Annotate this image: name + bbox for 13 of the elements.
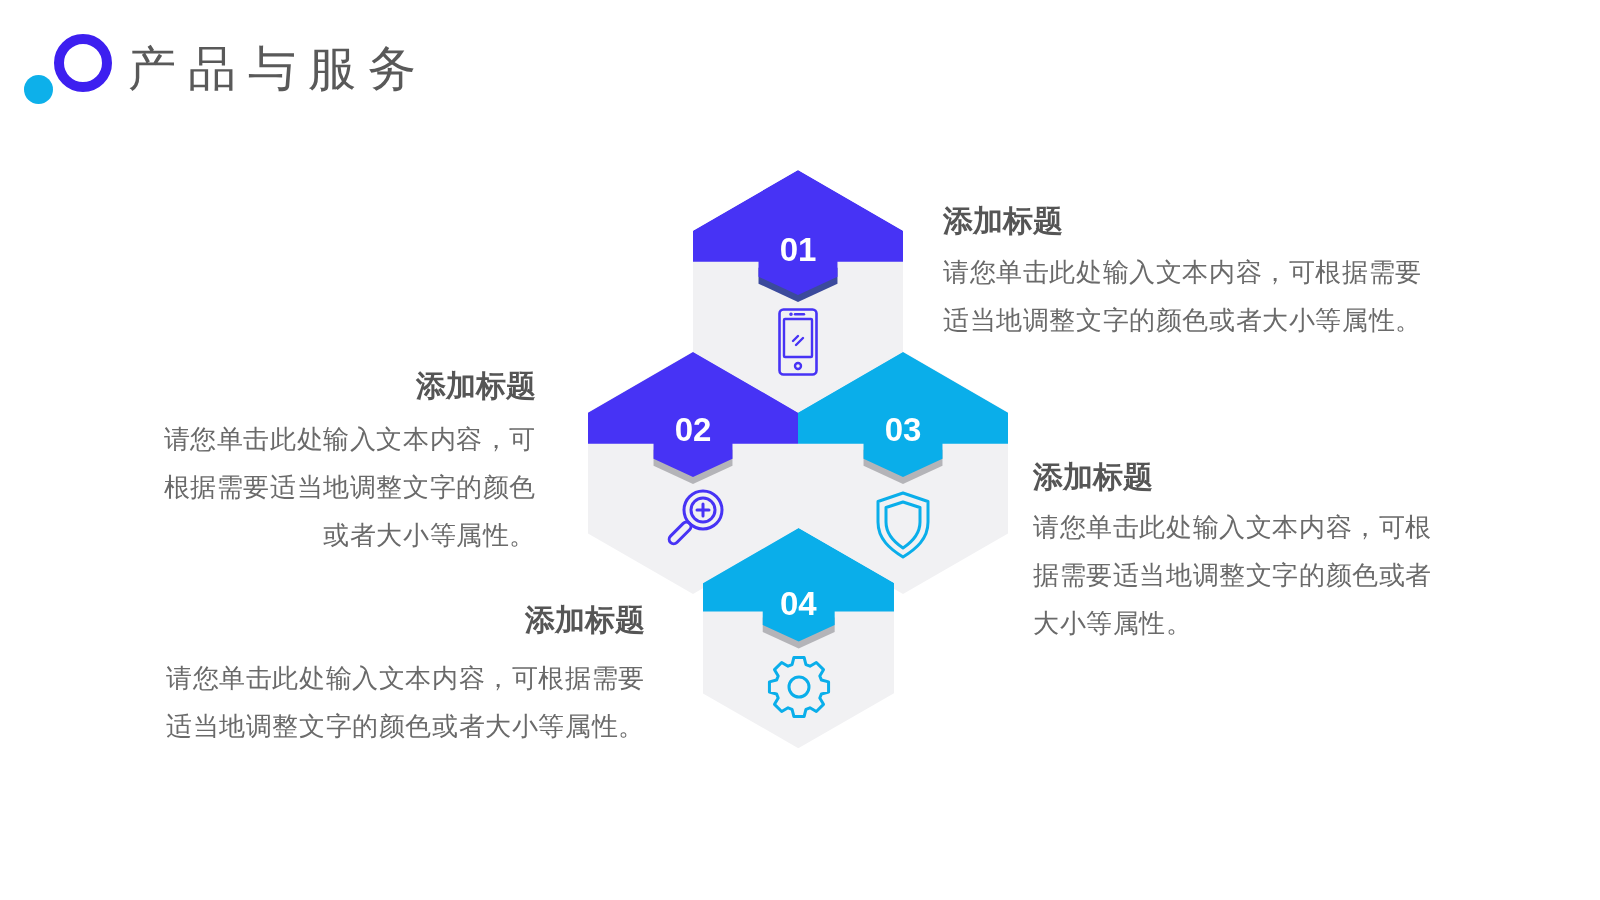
step-number: 04 (779, 584, 817, 623)
step-number: 02 (674, 411, 712, 449)
step-number: 01 (779, 231, 817, 269)
item-heading: 添加标题 (943, 203, 1063, 239)
item-description: 请您单击此处输入文本内容，可根据需要适当地调整文字的颜色或者大小等属性。 (1033, 511, 1433, 640)
item-description: 请您单击此处输入文本内容，可根据需要适当地调整文字的颜色或者大小等属性。 (162, 423, 536, 552)
item-description: 请您单击此处输入文本内容，可根据需要适当地调整文字的颜色或者大小等属性。 (943, 255, 1423, 337)
item-heading: 添加标题 (525, 602, 645, 639)
step-number: 03 (884, 411, 922, 449)
slide-title: 产品与服务 (128, 40, 428, 96)
item-heading: 添加标题 (416, 367, 536, 404)
item-description: 请您单击此处输入文本内容，可根据需要适当地调整文字的颜色或者大小等属性。 (166, 662, 646, 743)
item-heading: 添加标题 (1033, 458, 1153, 495)
